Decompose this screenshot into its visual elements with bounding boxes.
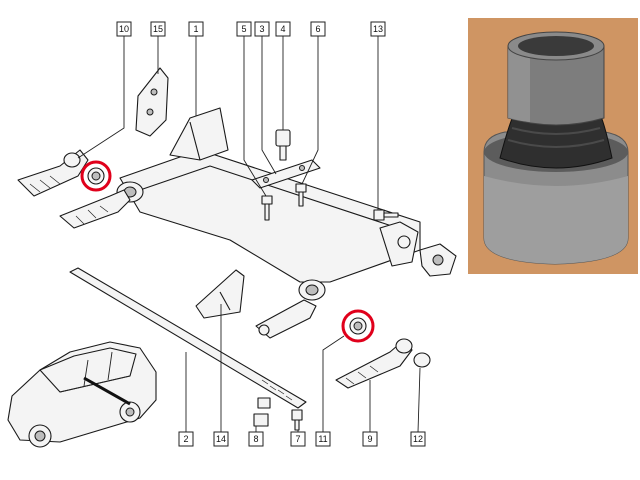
right-bushing-highlight: [341, 309, 375, 343]
callout-15-label: 15: [153, 24, 163, 34]
callout-2-label: 2: [183, 434, 188, 444]
right-arm-eye: [395, 338, 413, 354]
right-trailing-arm: [255, 299, 413, 389]
bolt-8-lower: [253, 413, 269, 427]
callout-13-label: 13: [373, 24, 383, 34]
bolt-7-shank: [294, 419, 300, 431]
bolt-5-shank: [264, 203, 270, 221]
bolt-5-head: [261, 195, 273, 205]
callout-7: 7: [290, 431, 306, 447]
bolt-6-head: [295, 183, 307, 193]
callout-7-label: 7: [295, 434, 300, 444]
right-bushing-circle: [341, 309, 375, 343]
callout-5: 5: [236, 21, 252, 37]
bracket-15: [135, 67, 169, 137]
left-arm-lower: [59, 189, 131, 229]
callout-1: 1: [188, 21, 204, 37]
left-bushing-highlight: [80, 160, 112, 192]
right-arm-lower: [335, 339, 413, 389]
bracket-plate: [135, 67, 169, 137]
left-arm-eye: [63, 152, 81, 168]
torsion-bar: [69, 267, 307, 409]
left-trailing-arm: [17, 149, 131, 229]
callout-6: 6: [310, 21, 326, 37]
callout-2: 2: [178, 431, 194, 447]
cap-12: [413, 352, 431, 368]
end-cap: [413, 352, 431, 368]
bolt-7-head: [291, 409, 303, 421]
bolt-13-shank: [383, 212, 399, 218]
axle-bracket-upper: [169, 107, 229, 161]
callout-9-label: 9: [367, 434, 372, 444]
leader-lines: [77, 36, 421, 433]
bolt-6-shank: [298, 191, 304, 207]
car-silhouette: [7, 341, 157, 448]
callout-15: 15: [150, 21, 166, 37]
bushing-rubber-boot: [499, 109, 613, 169]
callout-4: 4: [275, 21, 291, 37]
bolt-and-plate: [251, 129, 399, 221]
callout-3-label: 3: [259, 24, 264, 34]
callout-9: 9: [362, 431, 378, 447]
bolt-8-upper: [257, 397, 271, 409]
bracket-14-plate: [195, 269, 245, 319]
callout-10-label: 10: [119, 24, 129, 34]
axle-beam: [116, 107, 457, 301]
callout-5-label: 5: [241, 24, 246, 34]
callout-14-label: 14: [216, 434, 226, 444]
torsion-bar-body: [69, 267, 307, 409]
axle-end-hole: [397, 235, 411, 249]
car-rear-axle-marker: [83, 376, 131, 406]
lower-bolts: [253, 397, 303, 431]
bolt-13-head: [373, 209, 385, 221]
bolt-4-head: [275, 129, 291, 147]
callout-12: 12: [410, 431, 426, 447]
callout-6-label: 6: [315, 24, 320, 34]
left-bushing-circle: [80, 160, 112, 192]
callout-14: 14: [213, 431, 229, 447]
callout-4-label: 4: [280, 24, 285, 34]
callout-11-label: 11: [318, 434, 327, 444]
callout-8-label: 8: [253, 434, 258, 444]
right-arm-upper: [255, 299, 317, 339]
callout-11: 11: [315, 431, 331, 447]
bolt-4-shank: [279, 145, 287, 161]
callout-8: 8: [248, 431, 264, 447]
bushing-photo: [468, 18, 638, 274]
callout-3: 3: [254, 21, 270, 37]
callout-12-label: 12: [413, 434, 423, 444]
callout-13: 13: [370, 21, 386, 37]
bracket-14: [195, 269, 245, 319]
callout-1-label: 1: [193, 24, 198, 34]
callout-10: 10: [116, 21, 132, 37]
